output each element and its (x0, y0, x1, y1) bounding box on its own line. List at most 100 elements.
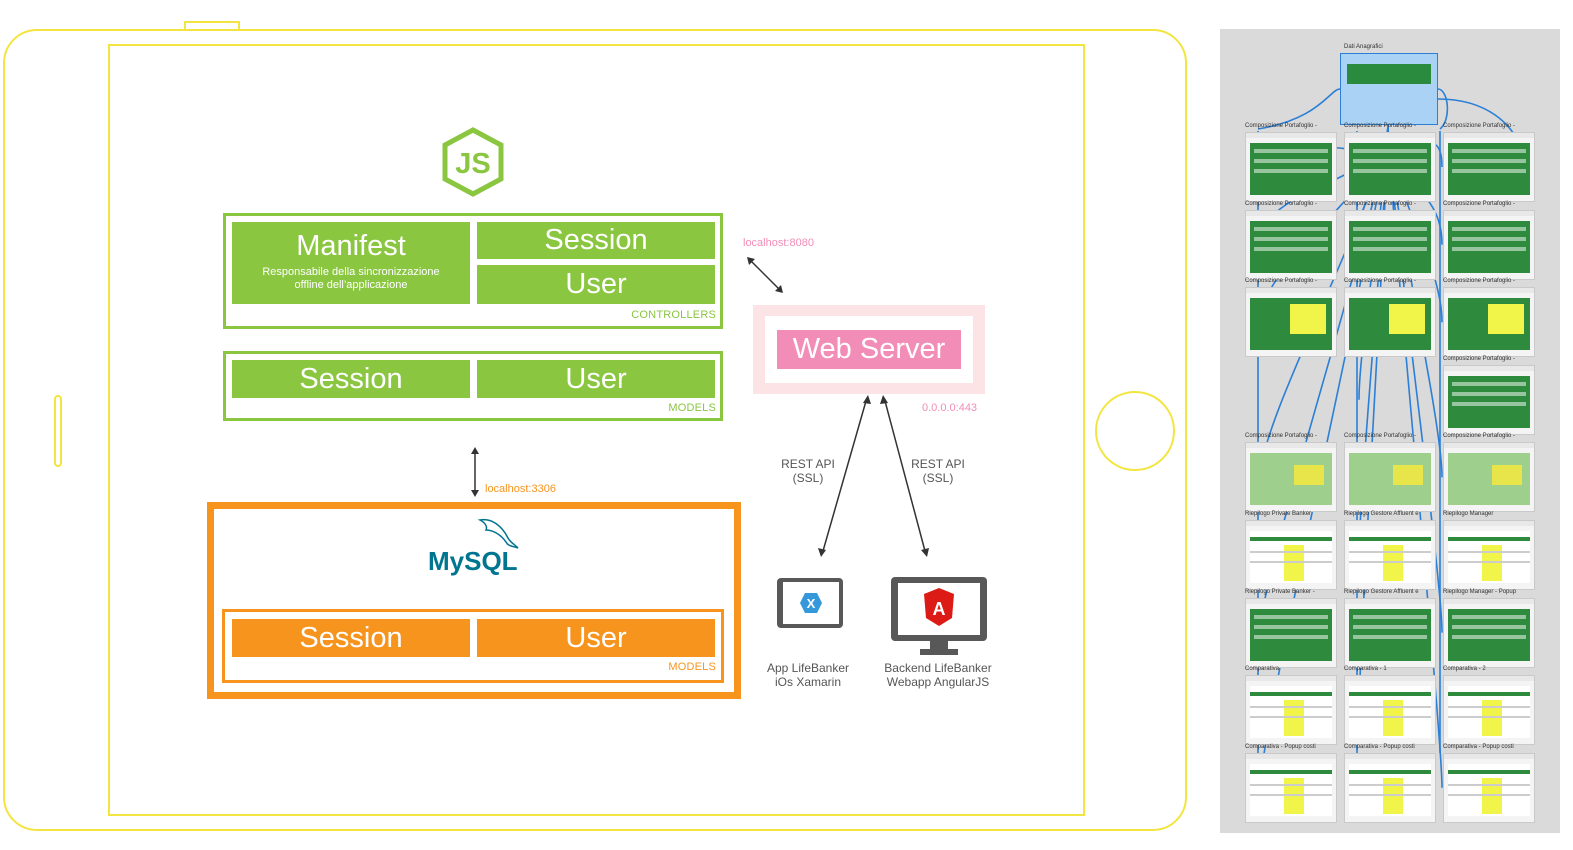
flow-screen-label: Composizione Portafoglio - (1245, 200, 1318, 207)
flow-screen-thumbnail[interactable] (1344, 520, 1436, 590)
flow-screen-label: Composizione Portafoglio - (1443, 278, 1516, 285)
controllers-caption: CONTROLLERS (631, 309, 716, 321)
db-link-arrow (471, 447, 479, 497)
flow-screen-label: Composizione Portafoglio - (1443, 355, 1516, 362)
flow-screen-thumbnail[interactable] (1443, 287, 1535, 358)
backend-line1: Backend LifeBanker (884, 661, 992, 675)
tablet-screen (108, 44, 1085, 816)
flow-screen-label: Comparativa - Popup costi (1344, 743, 1415, 750)
tablet-side-button (54, 395, 62, 467)
flow-screen-label: Riepilogo Manager - Popup (1443, 588, 1517, 595)
flow-screen-thumbnail[interactable] (1245, 209, 1337, 280)
flow-screen-thumbnail[interactable] (1443, 132, 1535, 202)
mysql-box (207, 502, 741, 699)
svg-text:X: X (807, 596, 816, 611)
flow-top-label: Dati Anagrafici (1344, 44, 1383, 50)
mysql-models-caption: MODELS (668, 661, 716, 673)
flow-screen-label: Composizione Portafoglio - (1344, 123, 1417, 129)
flow-screen-thumbnail[interactable] (1245, 287, 1337, 358)
flow-screen-thumbnail[interactable] (1245, 752, 1337, 823)
flow-screen-thumbnail[interactable] (1344, 675, 1436, 746)
ssl-web-text: (SSL) (922, 471, 954, 485)
rest-api-web-text: REST API (911, 457, 965, 471)
rest-api-arrows (818, 395, 929, 557)
xamarin-tablet-icon: X (777, 578, 843, 628)
manifest-desc-line1: Responsabile della sincronizzazione (262, 266, 440, 278)
web-server-title: Web Server (777, 330, 961, 369)
flow-screen-thumbnail[interactable] (1344, 132, 1436, 202)
flow-screen-thumbnail[interactable] (1245, 442, 1337, 513)
rest-api-label-ios: REST API (SSL) (778, 457, 838, 485)
flow-top-screen (1340, 53, 1438, 125)
controllers-box (223, 213, 723, 329)
flow-screen-label: Composizione Portafoglio - (1245, 278, 1318, 285)
rest-api-ios-text: REST API (781, 457, 835, 471)
svg-text:A: A (933, 599, 946, 619)
flow-screen-label: Comparativa - 2 (1443, 666, 1486, 673)
flow-screen-label: Comparativa - 1 (1344, 666, 1387, 673)
flow-screen-label: Composizione Portafoglio - (1245, 433, 1318, 440)
backend-webapp-label: Backend LifeBanker Webapp AngularJS (876, 661, 1000, 689)
flow-screen-thumbnail[interactable] (1344, 597, 1436, 668)
flow-screen-label: Riepilogo Private Banker - (1245, 588, 1315, 595)
flow-screen-label: Riepilogo Gestore Affluent e (1344, 588, 1419, 595)
flow-screen-thumbnail[interactable] (1245, 675, 1337, 746)
flow-screen-thumbnail[interactable] (1245, 597, 1337, 668)
bind-address-label: 0.0.0.0:443 (922, 402, 978, 414)
flow-screen-label: Composizione Portafoglio - (1443, 123, 1516, 129)
nodejs-logo-icon: JS (442, 127, 504, 197)
mysql-session-table: Session (232, 619, 470, 657)
manifest-description: Responsabile della sincronizzazione offl… (232, 266, 470, 292)
flow-screen-thumbnail[interactable] (1344, 287, 1436, 358)
flow-screen-thumbnail[interactable] (1344, 752, 1436, 823)
mysql-user-table: User (477, 619, 715, 657)
manifest-controller: Manifest Responsabile della sincronizzaz… (232, 222, 470, 304)
flow-screen-label: Composizione Portafoglio - (1344, 200, 1417, 207)
flow-screen-thumbnail[interactable] (1443, 209, 1535, 280)
flow-screen-thumbnail[interactable] (1443, 364, 1535, 435)
flow-connector (1437, 88, 1449, 130)
flow-screen-label: Riepilogo Manager (1443, 511, 1494, 517)
tablet-frame (3, 29, 1187, 831)
flow-screen-label: Composizione Portafoglio - (1443, 200, 1516, 207)
flow-connector (1257, 88, 1341, 130)
flow-screen-thumbnail[interactable] (1443, 442, 1535, 513)
flow-screen-label: Riepilogo Private Banker (1245, 511, 1312, 517)
flow-screen-thumbnail[interactable] (1443, 597, 1535, 668)
user-controller: User (477, 265, 715, 304)
user-model: User (477, 360, 715, 398)
flow-screen-thumbnail[interactable] (1245, 520, 1337, 590)
svg-text:JS: JS (455, 148, 490, 180)
flow-screen-label: Riepilogo Gestore Affluent e (1344, 511, 1419, 517)
flow-screen-thumbnail[interactable] (1443, 520, 1535, 590)
backend-line2: Webapp AngularJS (886, 675, 990, 689)
flow-screen-thumbnail[interactable] (1245, 132, 1337, 202)
db-link-label: localhost:3306 (485, 483, 556, 495)
flow-screen-label: Comparativa - Popup costi (1245, 743, 1316, 750)
mysql-models-box (222, 609, 724, 683)
angular-monitor-icon: A (891, 577, 987, 655)
localhost-8080-label: localhost:8080 (743, 237, 814, 249)
session-controller: Session (477, 222, 715, 259)
models-caption: MODELS (668, 402, 716, 414)
flow-screen-label: Comparativa (1245, 666, 1280, 673)
ios-app-line2: iOs Xamarin (774, 675, 842, 689)
rest-api-label-web: REST API (SSL) (908, 457, 968, 485)
manifest-title: Manifest (296, 230, 406, 262)
mysql-dolphin-icon (477, 518, 519, 549)
session-model: Session (232, 360, 470, 398)
flow-screen-thumbnail[interactable] (1443, 675, 1535, 746)
flow-screen-thumbnail[interactable] (1443, 752, 1535, 823)
flow-screen-thumbnail[interactable] (1344, 442, 1436, 513)
tablet-home-button (1095, 391, 1175, 471)
ios-app-label: App LifeBanker iOs Xamarin (756, 661, 860, 689)
models-box (223, 351, 723, 421)
mysql-logo: MySQL (428, 546, 518, 577)
flow-screen-thumbnail[interactable] (1344, 209, 1436, 280)
node-webserver-arrow (747, 257, 783, 293)
manifest-desc-line2: offline dell’applicazione (294, 279, 408, 291)
tablet-top-button (184, 21, 240, 29)
mysql-logo-text: MySQL (428, 546, 518, 576)
flow-screen-label: Composizione Portafoglio - (1344, 433, 1417, 440)
flow-screen-label: Comparativa - Popup costi (1443, 743, 1514, 750)
